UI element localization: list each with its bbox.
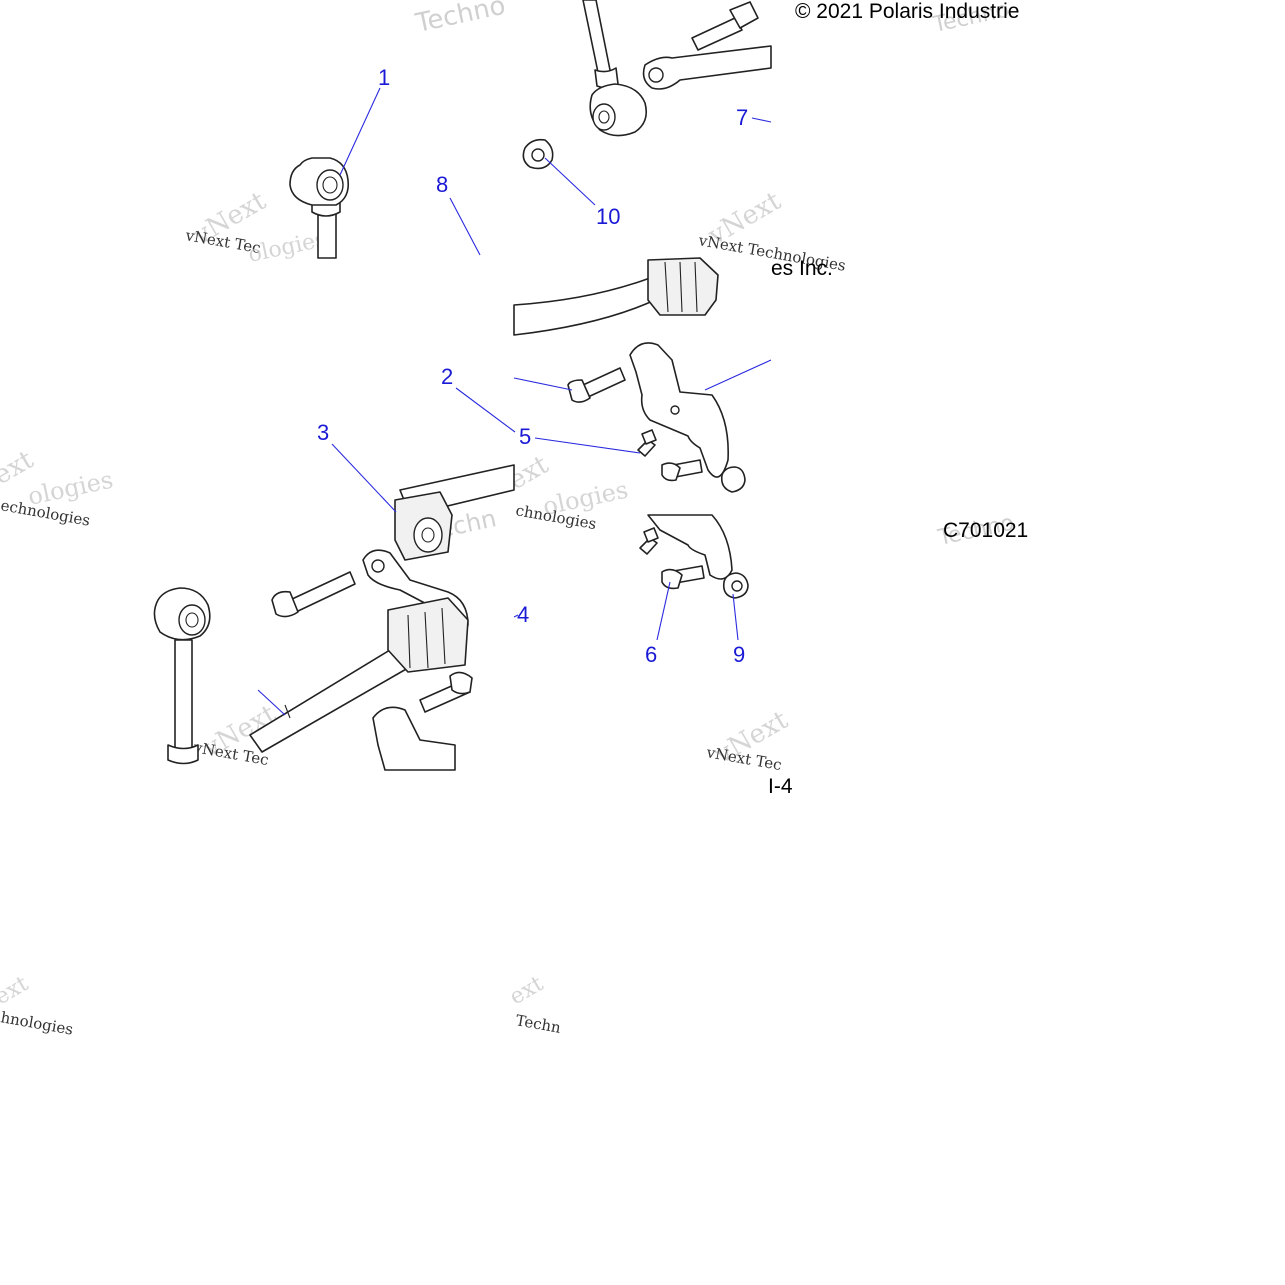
copyright-fragment: es Inc.: [771, 257, 833, 280]
leader-2: [455, 387, 516, 433]
leader-4: [513, 614, 519, 618]
callout-6[interactable]: 6: [645, 642, 657, 667]
callout-9[interactable]: 9: [733, 642, 745, 667]
upper-arm-part-7: [642, 45, 772, 90]
grease-fitting-part-5: [637, 429, 657, 457]
stabilizer-bar-upper: [513, 257, 719, 336]
watermark-ext-4: ext: [506, 971, 548, 1010]
leader-4-bar: [257, 689, 286, 716]
leader-bracket: [704, 359, 772, 391]
watermark-hnologies-3: hnologies: [0, 1008, 74, 1038]
callout-5[interactable]: 5: [519, 424, 531, 449]
nut-part-9: [722, 572, 749, 599]
callout-2[interactable]: 2: [441, 364, 453, 389]
leader-2b: [513, 377, 573, 391]
callout-10[interactable]: 10: [596, 204, 620, 229]
leader-5: [534, 437, 641, 454]
bolt-mid-right: [661, 459, 703, 482]
bolt-part-6: [661, 565, 705, 590]
watermark-ext-3: ext: [0, 971, 33, 1010]
callout-8[interactable]: 8: [436, 172, 448, 197]
leader-3: [331, 443, 397, 513]
bolt-lower-left: [271, 571, 356, 618]
stabilizer-link-part-1: [289, 157, 350, 259]
copyright-text: © 2021 Polaris Industrie: [795, 0, 1019, 23]
leader-9: [732, 593, 739, 641]
callout-3[interactable]: 3: [317, 420, 329, 445]
tile-cutoff-masks: [771, 30, 1285, 258]
leader-1: [339, 87, 381, 176]
bracket-bottom: [372, 706, 456, 771]
callout-7[interactable]: 7: [736, 105, 748, 130]
bushing-clamp-lower: [387, 597, 469, 673]
figure-code: C701021: [943, 519, 1028, 542]
leader-8: [449, 197, 481, 256]
nut-part-10: [522, 138, 554, 170]
bushing-part-3: [394, 491, 453, 561]
bolt-lower-mid: [419, 671, 473, 713]
watermark-techn-4: Techn: [514, 1011, 562, 1037]
watermark-ologies-1: ologies: [246, 227, 328, 268]
leader-10: [544, 157, 596, 206]
fragment-right-label: I-4: [768, 775, 793, 798]
bolt-part-2: [567, 367, 626, 403]
callout-1[interactable]: 1: [378, 65, 390, 90]
watermark-techno-top: Techno: [412, 0, 508, 39]
leader-7: [751, 117, 772, 123]
stabilizer-link-upper: [582, 0, 648, 137]
grease-fitting-lower: [639, 527, 659, 555]
leader-6: [656, 581, 671, 641]
bracket-lower-right: [647, 514, 733, 580]
callout-4[interactable]: 4: [517, 602, 529, 627]
bracket-upper: [629, 342, 729, 478]
nut-mid-right: [720, 466, 746, 493]
bolt-top: [691, 1, 759, 51]
callout-labels: 1 2 3 4 5 6 7 8 9 10: [317, 65, 748, 667]
link-lower-left: [153, 587, 211, 765]
leader-lines: [257, 87, 772, 716]
